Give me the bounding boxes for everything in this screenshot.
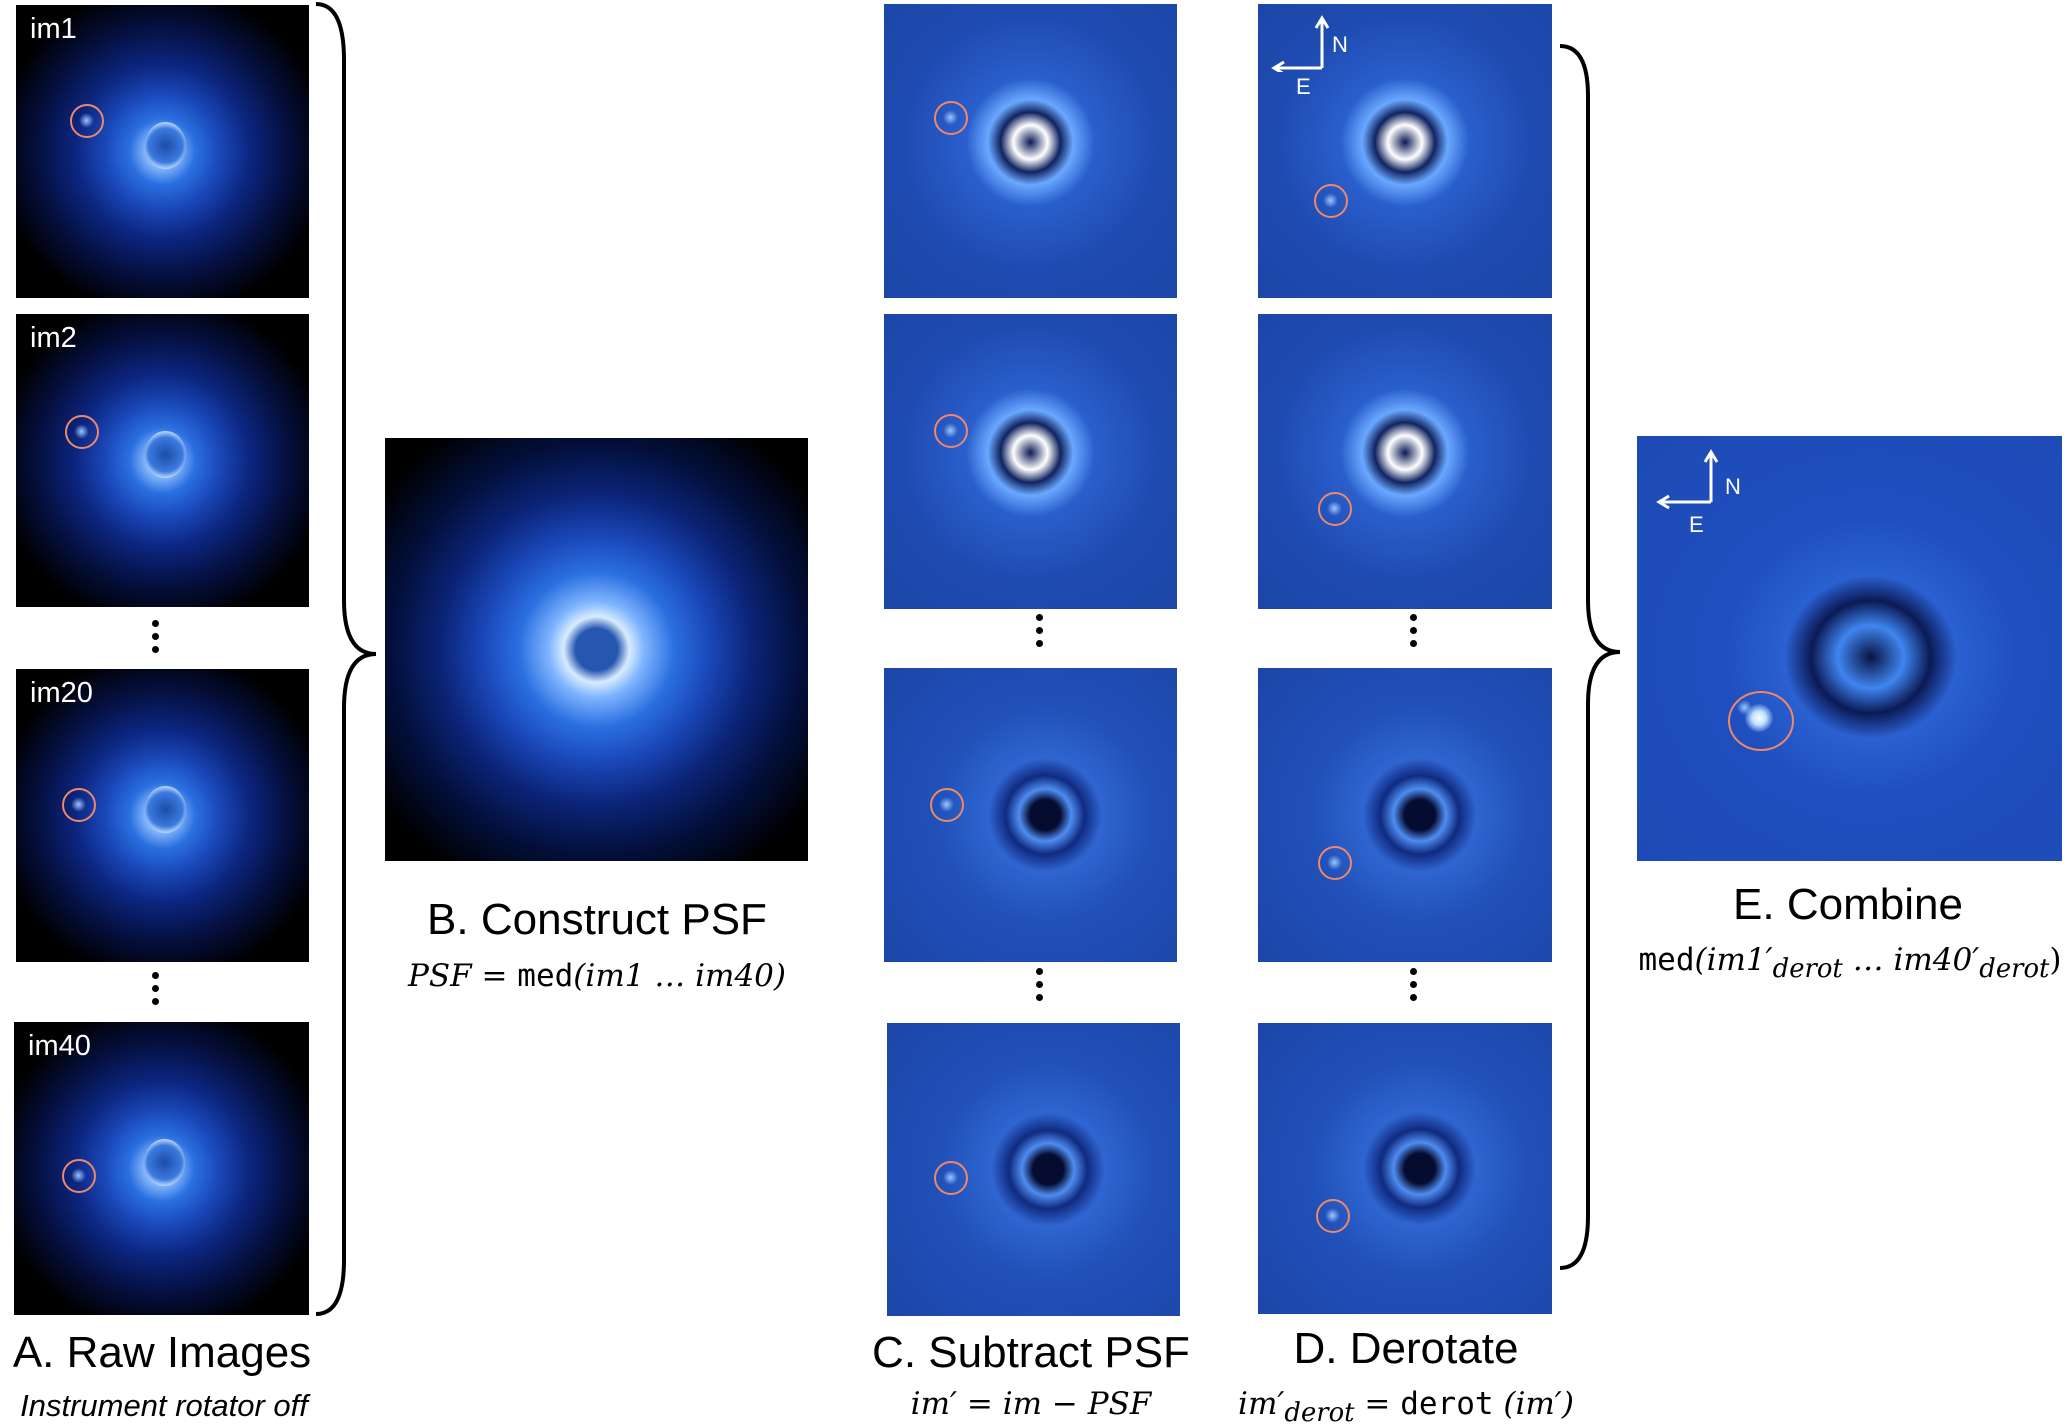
formula-fn: med [1638, 942, 1695, 978]
north-label: N [1725, 474, 1741, 499]
ellipsis-dots [152, 620, 160, 659]
companion-marker [934, 1161, 968, 1195]
companion-marker [62, 1159, 96, 1193]
brace-d [1556, 40, 1628, 1276]
combined-image: N E [1637, 436, 2062, 861]
frame-label: im40 [28, 1030, 91, 1062]
formula-sub: derot [1979, 954, 2050, 985]
companion-marker [70, 104, 104, 138]
formula-fn: derot [1400, 1386, 1494, 1422]
compass: N E [1649, 446, 1741, 537]
companion-marker [930, 788, 964, 822]
formula-end: ) [2049, 942, 2062, 978]
companion-marker [1318, 846, 1352, 880]
formula-lhs: PSF [408, 958, 472, 994]
derotated-image-1: N E [1258, 4, 1552, 298]
east-label: E [1689, 512, 1704, 537]
ellipsis-dots [152, 972, 160, 1011]
ellipsis-dots [1410, 614, 1418, 653]
panel-c-formula: im′ = im − PSF [910, 1386, 1152, 1422]
north-label: N [1332, 32, 1348, 57]
derotated-image-4 [1258, 1023, 1552, 1314]
formula-args: (im1 … im40) [573, 958, 786, 994]
derotated-image-2 [1258, 314, 1552, 609]
brace-a [312, 0, 384, 1320]
compass: N E [1270, 12, 1350, 99]
subtracted-image-1 [884, 4, 1177, 298]
subtracted-image-3 [884, 668, 1177, 962]
panel-e-title: E. Combine [1733, 880, 1963, 929]
formula-args: (im′) [1493, 1386, 1574, 1422]
ellipsis-dots [1036, 614, 1044, 653]
frame-label: im2 [30, 322, 77, 354]
formula-sub: derot [1284, 1398, 1355, 1428]
panel-a-title: A. Raw Images [12, 1328, 312, 1377]
formula-lhs: im′ [1238, 1386, 1285, 1422]
raw-image-im1: im1 [16, 5, 309, 298]
companion-marker [65, 415, 99, 449]
formula-sub: derot [1772, 954, 1843, 985]
formula-eq: = [471, 958, 518, 994]
raw-image-im40: im40 [14, 1022, 309, 1315]
derotated-image-3 [1258, 668, 1552, 962]
subtracted-image-4 [887, 1023, 1180, 1316]
companion-marker [62, 788, 96, 822]
east-label: E [1296, 74, 1311, 99]
companion-marker [1316, 1199, 1350, 1233]
companion-marker [1314, 184, 1348, 218]
panel-d-formula: im′derot = derot (im′) [1238, 1386, 1574, 1428]
frame-label: im1 [30, 13, 77, 45]
ellipsis-dots [1410, 968, 1418, 1007]
companion-marker [1318, 492, 1352, 526]
panel-d-title: D. Derotate [1294, 1324, 1519, 1374]
subtracted-image-2 [884, 314, 1177, 609]
companion-source [1745, 704, 1773, 732]
formula-args: (im1′ [1694, 942, 1773, 978]
ellipsis-dots [1036, 968, 1044, 1007]
raw-image-im2: im2 [16, 314, 309, 607]
raw-image-im20: im20 [16, 669, 309, 962]
companion-marker [934, 414, 968, 448]
companion-marker [934, 101, 968, 135]
formula-eq: = [1354, 1386, 1401, 1422]
formula-fn: med [517, 958, 574, 994]
formula-mid: … im40′ [1842, 942, 1980, 978]
panel-b-formula: PSF = med(im1 … im40) [408, 958, 786, 994]
panel-c-title: C. Subtract PSF [872, 1328, 1190, 1377]
panel-a-subtitle: Instrument rotator off [20, 1388, 308, 1423]
panel-e-formula: med(im1′derot … im40′derot) [1638, 942, 2061, 984]
panel-d-title-text: D. Derotate [1293, 1324, 1519, 1373]
psf-image [385, 438, 808, 861]
panel-b-title: B. Construct PSF [427, 895, 767, 944]
frame-label: im20 [30, 677, 93, 709]
